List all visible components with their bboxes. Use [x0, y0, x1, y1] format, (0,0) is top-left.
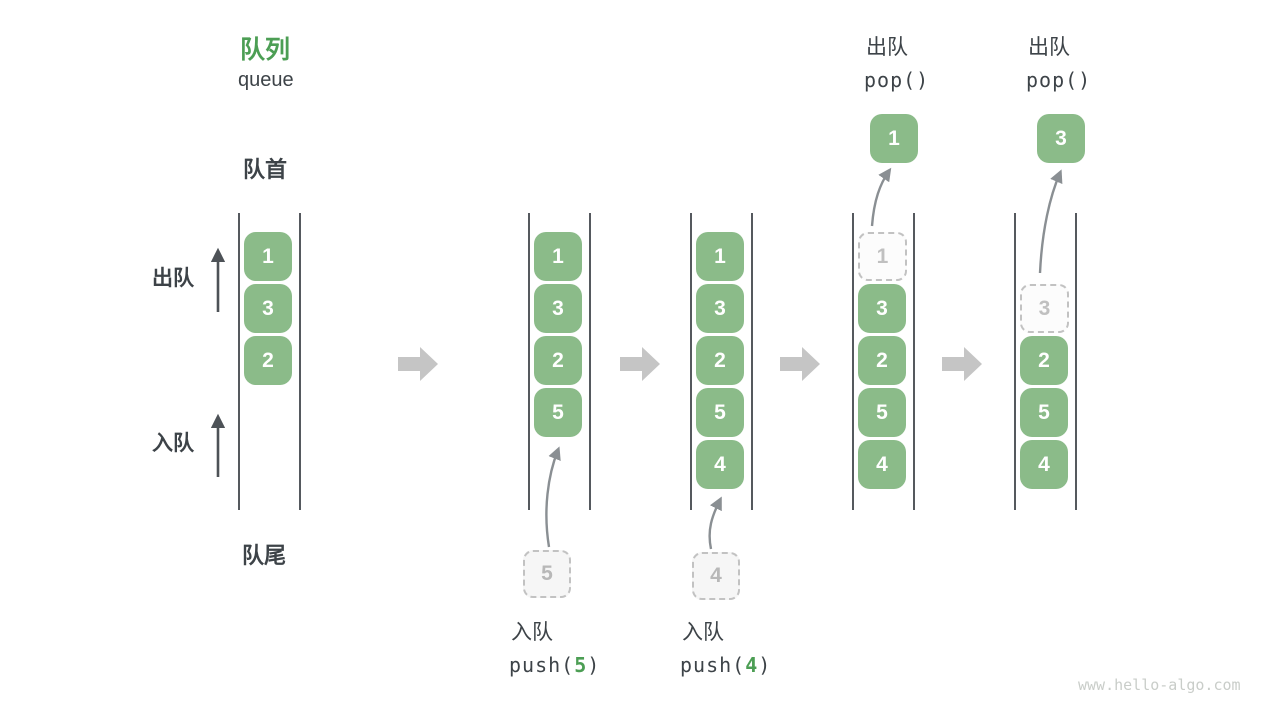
queue-cell: 5 — [534, 388, 582, 437]
queue-wall — [751, 213, 753, 510]
queue-cell: 1 — [244, 232, 292, 281]
push-op-code: push(4) — [680, 653, 771, 677]
queue-wall — [690, 213, 692, 510]
queue-wall — [1014, 213, 1016, 510]
stage-arrow-icon — [942, 347, 982, 381]
queue-cell: 5 — [1020, 388, 1068, 437]
queue-cell: 5 — [858, 388, 906, 437]
queue-wall — [299, 213, 301, 510]
push-op-code: push(5) — [509, 653, 600, 677]
code-arg: 5 — [574, 653, 588, 677]
diagram-title-zh: 队列 — [240, 36, 291, 64]
queue-cell: 2 — [858, 336, 906, 385]
queue-wall — [852, 213, 854, 510]
label-queue-front: 队首 — [243, 157, 288, 182]
queue-cell: 4 — [858, 440, 906, 489]
queue-cell-removed: 3 — [1020, 284, 1069, 333]
popped-value: 3 — [1037, 114, 1085, 163]
queue-cell: 3 — [534, 284, 582, 333]
popped-value: 1 — [870, 114, 918, 163]
queue-wall — [238, 213, 240, 510]
code-text: ) — [758, 653, 772, 677]
pop-op-code: pop() — [864, 68, 930, 92]
queue-cell: 2 — [534, 336, 582, 385]
pop-3-arrow-icon — [1038, 169, 1063, 274]
queue-cell: 4 — [1020, 440, 1068, 489]
code-text: push( — [509, 653, 575, 677]
code-text: ) — [587, 653, 601, 677]
stage-arrow-icon — [620, 347, 660, 381]
push-op-label: 入队 — [511, 621, 553, 644]
pop-op-code: pop() — [1026, 68, 1092, 92]
queue-wall — [913, 213, 915, 510]
queue-cell: 3 — [858, 284, 906, 333]
watermark: www.hello-algo.com — [1078, 676, 1241, 694]
push-op-label: 入队 — [682, 621, 724, 644]
queue-wall — [528, 213, 530, 510]
queue-cell: 2 — [244, 336, 292, 385]
queue-cell: 1 — [534, 232, 582, 281]
diagram-title-en: queue — [238, 69, 294, 91]
queue-cell: 3 — [244, 284, 292, 333]
label-queue-rear: 队尾 — [242, 543, 287, 568]
queue-wall — [589, 213, 591, 510]
push-5-arrow-icon — [545, 446, 561, 548]
staged-push-value: 4 — [692, 552, 740, 600]
pop-op-label: 出队 — [1028, 36, 1070, 59]
queue-cell: 4 — [696, 440, 744, 489]
push-4-arrow-icon — [708, 496, 722, 550]
code-text: push( — [680, 653, 746, 677]
label-enqueue-side: 入队 — [152, 432, 194, 455]
pop-1-arrow-icon — [870, 167, 892, 227]
queue-cell: 2 — [696, 336, 744, 385]
code-arg: 4 — [745, 653, 759, 677]
queue-cell: 3 — [696, 284, 744, 333]
staged-push-value: 5 — [523, 550, 571, 598]
queue-cell-removed: 1 — [858, 232, 907, 281]
queue-cell: 5 — [696, 388, 744, 437]
stage-arrow-icon — [398, 347, 438, 381]
stage-arrow-icon — [780, 347, 820, 381]
queue-cell: 2 — [1020, 336, 1068, 385]
label-dequeue-side: 出队 — [152, 267, 194, 290]
queue-wall — [1075, 213, 1077, 510]
pop-op-label: 出队 — [866, 36, 908, 59]
queue-cell: 1 — [696, 232, 744, 281]
